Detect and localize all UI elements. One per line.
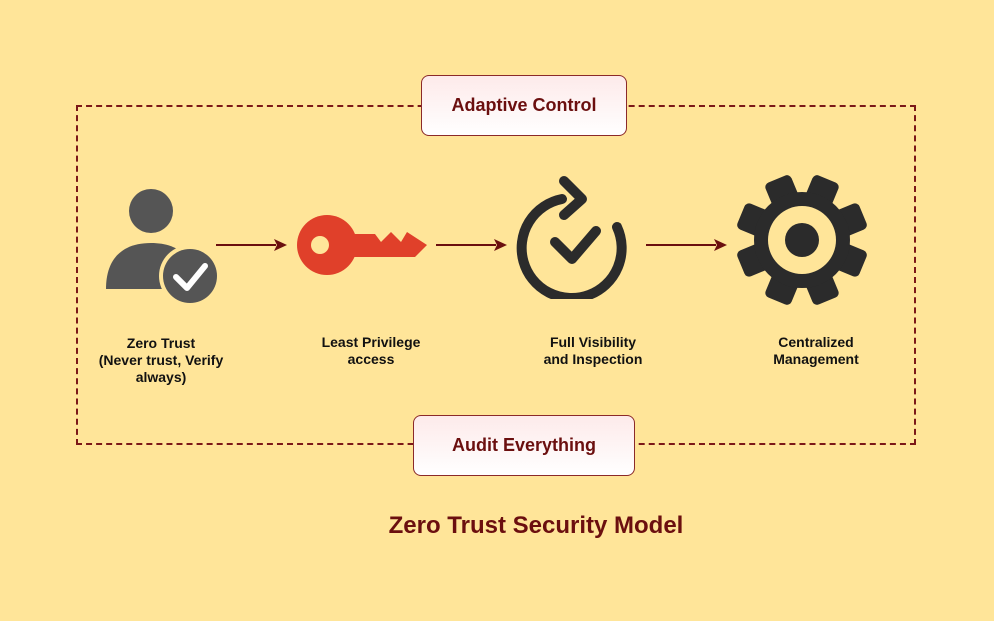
audit-everything-box: Audit Everything: [413, 415, 635, 476]
step-label-line: Zero Trust: [126, 335, 196, 351]
step-label-least-privilege: Least Privilege access: [296, 334, 446, 368]
step-label-zero-trust: Zero Trust (Never trust, Verify always): [86, 335, 236, 386]
step-label-line: (Never trust, Verify: [98, 352, 224, 368]
audit-everything-label: Audit Everything: [451, 435, 596, 455]
gear-icon: [737, 175, 867, 305]
step-label-centralized-management: Centralized Management: [741, 334, 891, 368]
user-check-icon: [106, 189, 220, 307]
key-icon: [297, 215, 427, 275]
adaptive-control-label: Adaptive Control: [451, 95, 597, 115]
step-label-line: Least Privilege: [321, 334, 421, 350]
step-label-line: access: [347, 351, 395, 367]
arrow-step3-to-step4: [646, 239, 727, 251]
step-label-line: Management: [773, 351, 859, 367]
refresh-check-icon: [516, 176, 627, 299]
arrow-step2-to-step3: [436, 239, 507, 251]
adaptive-control-box: Adaptive Control: [421, 75, 627, 136]
step-label-line: and Inspection: [543, 351, 643, 367]
step-label-line: Centralized: [778, 334, 854, 350]
diagram-title: Zero Trust Security Model: [388, 512, 684, 539]
step-label-line: always): [135, 369, 187, 385]
step-label-full-visibility: Full Visibility and Inspection: [518, 334, 668, 368]
arrow-step1-to-step2: [216, 239, 287, 251]
step-label-line: Full Visibility: [549, 334, 637, 350]
